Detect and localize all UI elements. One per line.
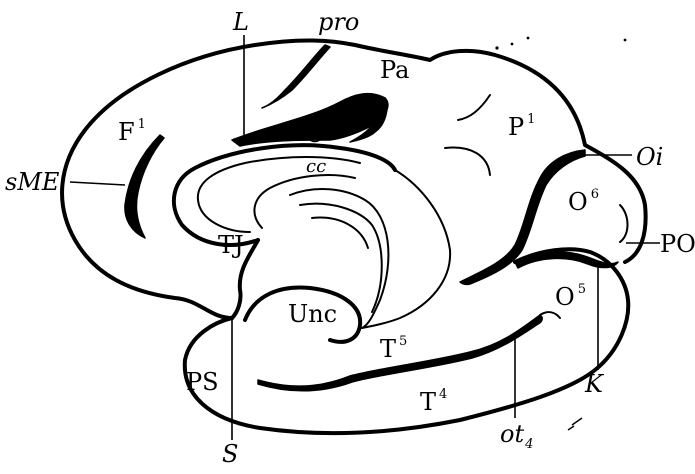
speck-dot [623,38,627,42]
frontal-medial-sulcus [124,134,165,239]
leader-sME [69,181,126,186]
label-Unc: Unc [288,300,337,328]
label-pro: pro [318,8,359,36]
label-O6-base: O [568,188,588,216]
label-T5-sup: 5 [399,334,407,349]
label-Pa: Pa [380,56,409,84]
label-TJ: TJ [218,231,244,259]
occipitotemporal-sulcus-tip [539,311,561,319]
speck-dot [495,46,499,50]
label-ot4-sub: 4 [524,437,533,452]
occipital-sulcus [619,204,629,243]
paracentral-sulcus [261,44,331,109]
label-cc: cc [306,156,326,177]
label-T4-sup: 4 [439,387,447,402]
corpus-callosum-lower [253,174,356,229]
label-PS: PS [186,368,219,396]
label-F1-sup: 1 [138,117,146,132]
label-Oi: Oi [636,143,663,171]
speck-dot [526,36,530,40]
label-O5-sup: 5 [578,282,586,297]
label-C: C [305,120,323,148]
label-sME: sME [5,168,60,196]
label-O6-sup: 6 [591,187,599,202]
label-PO: PO [660,230,695,258]
label-S: S [222,440,238,468]
callosal-sulcus-outer [172,143,397,247]
label-O5-base: O [555,283,575,311]
label-T5-base: T [380,335,396,363]
label-ot4: ot4 [500,420,533,452]
label-P1-base: P [508,113,524,141]
temporal-pole-notch [230,238,260,320]
label-L: L [232,8,249,36]
speck-dot [510,42,514,46]
precuneus-sulcus-1 [457,94,491,121]
corpus-callosum-upper [196,156,361,233]
label-F1-base: F [118,118,135,146]
uncus-outline [243,285,363,344]
collateral-sulcus [257,314,543,392]
fornix-curve [289,188,390,329]
hippocampal-edge [361,169,452,329]
label-T4-base: T [420,388,436,416]
fornix-curve-2 [299,202,383,313]
label-P1-sup: 1 [527,112,535,127]
label-ot4-base: ot [500,420,524,448]
fornix-curve-3 [311,216,369,249]
speck-mark [567,425,575,431]
hemisphere-upper-outline [60,38,648,320]
calcarine-sulcus [514,251,619,269]
label-K: K [584,370,605,398]
precuneus-sulcus-2 [444,146,491,176]
speck-mark [571,417,583,426]
parieto-occipital-sulcus [459,149,586,286]
marginal-ramus [349,97,388,143]
